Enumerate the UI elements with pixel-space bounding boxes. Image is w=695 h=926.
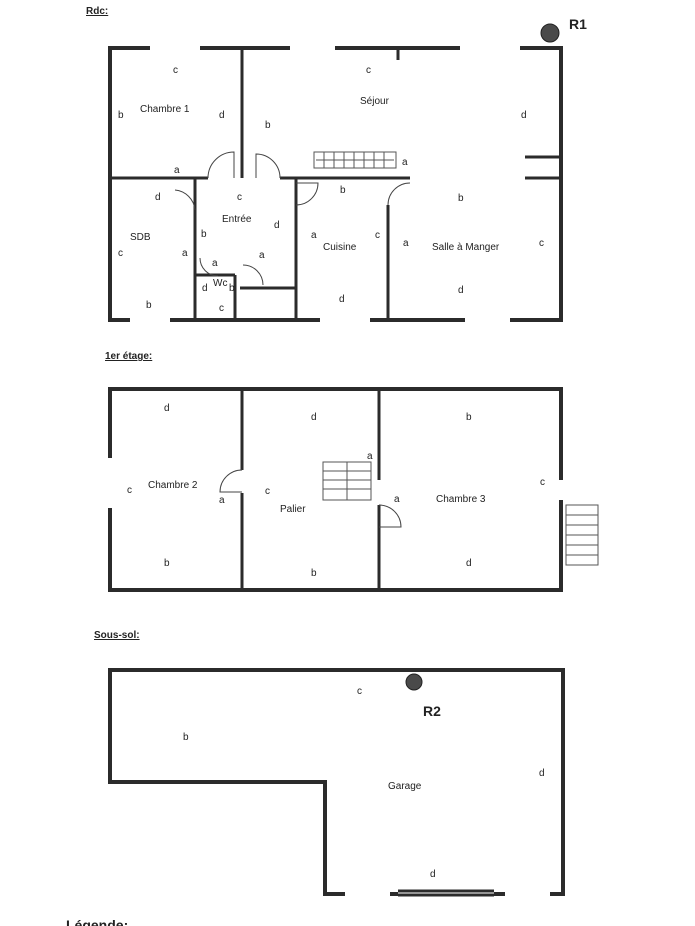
wall-letter: b (340, 185, 346, 196)
wall-letter: d (219, 110, 225, 121)
wall-letter: c (375, 230, 380, 241)
wall-letter: a (394, 494, 400, 505)
wall-letter: d (155, 192, 161, 203)
soussol-wall-letters: c b d d (183, 686, 545, 880)
garage-outer-wall (108, 668, 565, 896)
wall-letter: d (339, 294, 345, 305)
rdc-walls (108, 44, 563, 324)
wall-letter: b (183, 732, 189, 743)
etage-doors (219, 469, 402, 528)
room-sdb: SDB (130, 232, 151, 243)
wall-letter: b (311, 568, 317, 579)
wall-letter: a (174, 165, 180, 176)
r2-label: R2 (423, 703, 441, 719)
wall-letter: b (146, 300, 152, 311)
wall-letter: d (466, 558, 472, 569)
section-soussol-heading: Sous-sol: (94, 630, 140, 641)
room-chambre-2: Chambre 2 (148, 480, 198, 491)
wall-letter: c (127, 485, 132, 496)
section-etage-heading: 1er étage: (105, 351, 152, 362)
wall-letter: c (265, 486, 270, 497)
r2-dot (405, 673, 423, 691)
rdc-wall-letters: c b d a c b d a d c a b c b d a a d b c … (118, 65, 544, 314)
exterior-stairs (565, 504, 599, 566)
wall-letter: b (458, 193, 464, 204)
wall-letter: b (201, 229, 207, 240)
wall-letter: d (311, 412, 317, 423)
wall-letter: c (237, 192, 242, 203)
wall-letter: c (539, 238, 544, 249)
room-salle-a-manger: Salle à Manger (432, 242, 500, 253)
wall-letter: c (540, 477, 545, 488)
r1-dot (540, 23, 560, 43)
wall-letter: a (367, 451, 373, 462)
legend-heading: Légende: (66, 917, 128, 926)
wall-letter: a (311, 230, 317, 241)
wall-letter: d (430, 869, 436, 880)
etage-walls (106, 387, 565, 592)
etage-wall-letters: d c a b d a c b b a c d (127, 403, 545, 579)
r1-label: R1 (569, 16, 587, 32)
wall-letter: d (164, 403, 170, 414)
wall-letter: d (274, 220, 280, 231)
wall-letter: d (458, 285, 464, 296)
etage-stairs (322, 461, 372, 501)
rdc-stairs (313, 151, 397, 169)
section-rdc-heading: Rdc: (86, 6, 108, 17)
wall-letter: a (403, 238, 409, 249)
wall-letter: b (265, 120, 271, 131)
rdc-outer-wall (108, 46, 563, 322)
room-chambre-1: Chambre 1 (140, 104, 190, 115)
rdc-doors (174, 151, 411, 286)
wall-letter: b (229, 283, 235, 294)
wall-letter: a (182, 248, 188, 259)
wall-letter: b (466, 412, 472, 423)
wall-letter: d (521, 110, 527, 121)
wall-letter: a (259, 250, 265, 261)
wall-letter: c (366, 65, 371, 76)
room-chambre-3: Chambre 3 (436, 494, 486, 505)
r1-marker: R1 (540, 16, 587, 43)
wall-letter: c (173, 65, 178, 76)
wall-letter: a (402, 157, 408, 168)
wall-letter: a (219, 495, 225, 506)
wall-letter: c (118, 248, 123, 259)
wall-letter: b (164, 558, 170, 569)
wall-letter: b (118, 110, 124, 121)
room-cuisine: Cuisine (323, 242, 357, 253)
room-sejour: Séjour (360, 96, 390, 107)
wall-letter: a (212, 258, 218, 269)
room-palier: Palier (280, 504, 306, 515)
room-entree: Entrée (222, 214, 252, 225)
wall-letter: d (202, 283, 208, 294)
room-wc: Wc (213, 278, 227, 289)
wall-letter: c (219, 303, 224, 314)
soussol-walls (108, 668, 565, 898)
room-garage: Garage (388, 781, 422, 792)
wall-letter: d (539, 768, 545, 779)
wall-letter: c (357, 686, 362, 697)
r2-marker: R2 (405, 673, 441, 719)
